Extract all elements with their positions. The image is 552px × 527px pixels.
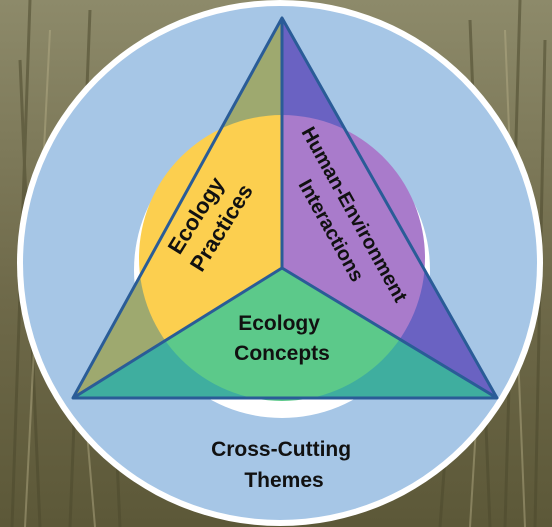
circle-concepts-sector <box>139 268 425 401</box>
inner-circle <box>139 115 425 401</box>
label-ecology-concepts: Ecology Concepts <box>234 312 330 365</box>
triangle-outline <box>71 16 499 400</box>
label-cross-cutting-themes: Cross-Cutting Themes <box>211 438 357 492</box>
